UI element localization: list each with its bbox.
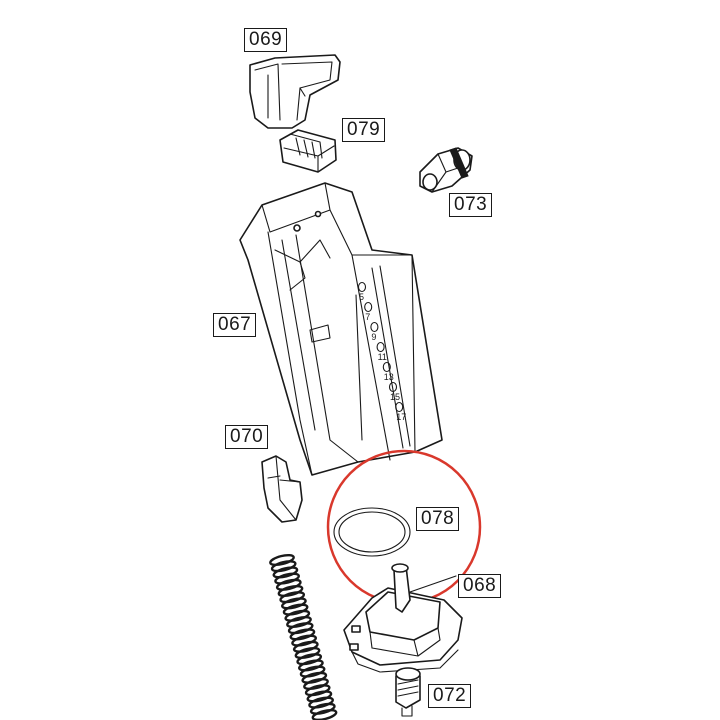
spring-coil [296, 653, 323, 666]
spring-coil [311, 708, 338, 720]
label-073: 073 [449, 193, 493, 217]
spring-coil [304, 684, 331, 697]
magazine-spring [269, 553, 338, 720]
spring-coil [270, 560, 297, 573]
spring-coil [308, 696, 334, 709]
count-number: 9 [371, 332, 376, 342]
part-072-screw [395, 667, 421, 717]
part-079-follower-block [279, 129, 337, 173]
label-069: 069 [244, 28, 288, 52]
spring-coil [284, 609, 311, 622]
label-079: 079 [342, 118, 386, 142]
spring-coil [299, 665, 326, 678]
spring-coil [279, 591, 306, 604]
count-number: 11 [378, 352, 387, 362]
part-068-base-plate [343, 563, 463, 673]
count-hole [388, 381, 398, 393]
count-number: 15 [390, 392, 400, 402]
spring-coil [309, 702, 336, 715]
spring-coil [291, 634, 317, 647]
spring-coil [301, 671, 328, 684]
count-hole [357, 281, 367, 293]
spring-coil [281, 597, 307, 610]
count-hole [364, 301, 373, 313]
spring-coil [303, 677, 329, 691]
spring-coil [286, 615, 312, 629]
count-number: 5 [359, 292, 364, 302]
spring-coil [289, 628, 316, 641]
label-072: 072 [428, 684, 472, 708]
spring-coil [292, 640, 319, 653]
part-078-o-ring [333, 507, 411, 557]
label-068: 068 [458, 574, 502, 598]
spring-coil [272, 566, 299, 579]
part-069-magazine-lips [249, 54, 341, 129]
count-hole [370, 321, 379, 333]
part-073-valve [419, 147, 473, 193]
label-070: 070 [225, 425, 269, 449]
spring-coil [274, 572, 300, 585]
count-number: 7 [365, 312, 370, 322]
spring-coil [277, 584, 304, 598]
label-067: 067 [213, 313, 257, 337]
label-078: 078 [416, 507, 460, 531]
spring-coil [287, 622, 314, 635]
spring-coil [275, 578, 302, 591]
count-hole [395, 401, 404, 413]
spring-coil [306, 690, 333, 703]
count-number: 13 [384, 372, 394, 382]
part-070-small-block [261, 455, 303, 523]
spring-coil [298, 659, 324, 672]
count-hole [382, 361, 391, 373]
spring-coil [269, 553, 295, 567]
count-number: 17 [396, 412, 406, 422]
leader-068 [409, 575, 457, 593]
count-hole [376, 341, 385, 353]
spring-coil [294, 646, 321, 660]
spring-coil [282, 603, 309, 616]
part-067-magazine-body [239, 182, 443, 476]
